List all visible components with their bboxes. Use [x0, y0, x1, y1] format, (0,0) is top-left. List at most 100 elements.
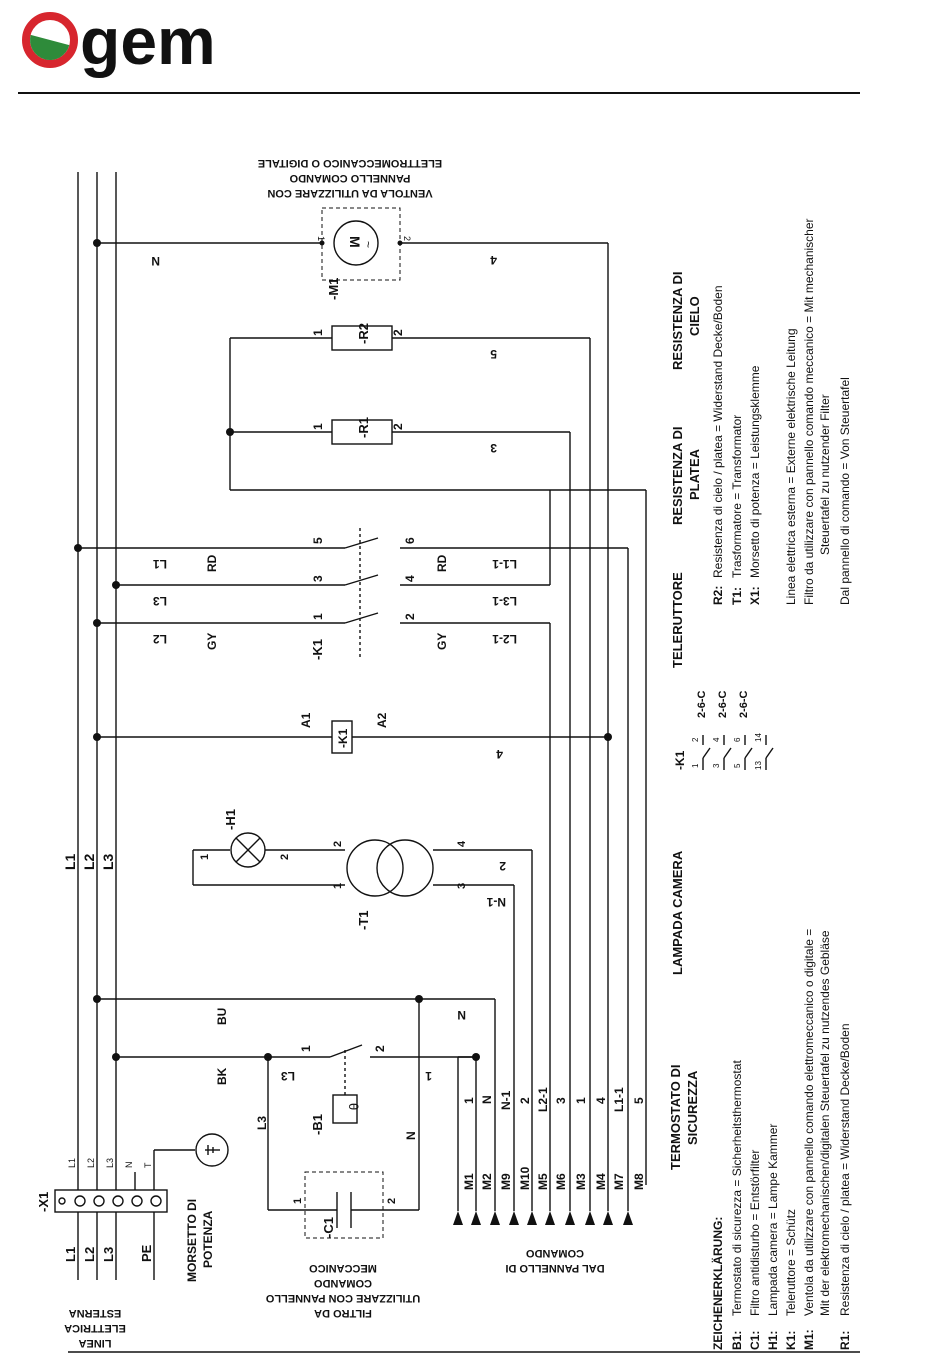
section-platea-1: RESISTENZA DI [670, 427, 685, 525]
ventola-line-3: ELETTROMECCANICO O DIGITALE [258, 157, 442, 169]
k1-pin-3: 3 [311, 575, 325, 582]
rail-label-l3: L3 [100, 853, 116, 870]
ventola-caption: VENTOLA DA UTILIZZARE CON PANNELLO COMAN… [258, 157, 442, 199]
legend-text-m1: Ventola da utilizzare con pannello coman… [802, 929, 816, 1316]
section-cielo-2: CIELO [687, 296, 702, 336]
legend-text-filtro-de: Steuertafel zu nutzender Filter [818, 394, 832, 555]
line-l1: L1 [63, 1247, 78, 1262]
connector-terminals [453, 1185, 633, 1225]
wire-label-l3-filter: L3 [255, 1116, 269, 1130]
wire-label-n-filter: N [404, 1131, 418, 1140]
contact-row-1: 1 2 2-6-C [691, 690, 711, 770]
k1-pin-1: 1 [311, 613, 325, 620]
wire-label-1-thermo: 1 [425, 1069, 432, 1083]
legend-text-r1: Resistenza di cielo / platea = Widerstan… [838, 1024, 852, 1317]
legend-code-k1: K1: [784, 1331, 798, 1350]
t1-ref: -T1 [356, 911, 371, 931]
contact-row-3: 5 6 2-6-C [733, 690, 753, 770]
r1-pin-1: 1 [311, 423, 325, 430]
x1-ref: -X1 [36, 1192, 51, 1212]
pin-m1: M1 [462, 1173, 476, 1190]
h1-pin-2: 2 [279, 854, 291, 860]
r2-pin-1: 1 [311, 329, 325, 336]
wire-color-bu: BU [215, 1008, 229, 1025]
rail-label-l2: L2 [81, 853, 97, 870]
t1-pin-2: 2 [332, 841, 344, 847]
pin-m2: M2 [480, 1173, 494, 1190]
wire-color-rd-left: RD [205, 554, 219, 572]
connector-signal-labels: 1 N N-1 2 L2-1 3 1 4 L1-1 5 [462, 1087, 646, 1112]
wire-label-2-trafo: 2 [499, 859, 506, 873]
resistor-branch: -R2 -R1 1 2 1 2 5 3 [226, 323, 591, 1185]
connector-m-labels: M1 M2 M9 M10 M5 M6 M3 M4 M7 M8 [462, 1166, 646, 1190]
sig-1b: 1 [574, 1097, 588, 1104]
control-panel-connector: M1 M2 M9 M10 M5 M6 M3 M4 M7 M8 1 N N-1 2… [453, 489, 647, 1274]
sig-l1-1: L1-1 [612, 1087, 626, 1112]
gem-logo: gem [22, 4, 216, 78]
wire-label-l1-1: L1-1 [492, 557, 517, 571]
legend-code-c1: C1: [748, 1331, 762, 1350]
linea-line-3: ESTERNA [69, 1307, 122, 1319]
supply-rails: L1 L2 L3 [62, 172, 117, 1185]
contact-2-a: 3 [712, 763, 721, 768]
wire-color-gy-right: GY [435, 633, 449, 650]
contactor-coil: -K1 A1 A2 4 [93, 712, 612, 761]
x1-pin-t: T [143, 1162, 153, 1168]
wire-label-n-top: N [151, 254, 160, 268]
x1-pin-l1: L1 [67, 1158, 77, 1168]
ventola-line-2: PANNELLO COMANDO [289, 172, 410, 184]
wire-color-bk: BK [215, 1067, 229, 1085]
x1-pin-l3: L3 [105, 1158, 115, 1168]
power-terminal-x1: L1 L2 L3 N T -X1 MORSETTO DI POTENZA L1 … [36, 1133, 229, 1282]
pin-m9: M9 [499, 1173, 513, 1190]
sig-3: 3 [554, 1097, 568, 1104]
wire-label-l3-1: L3-1 [492, 594, 517, 608]
legend-code-x1: X1: [748, 586, 762, 605]
motor-symbol: M [347, 236, 363, 248]
motor-pin-2: 2 [402, 236, 412, 241]
line-l3: L3 [101, 1247, 116, 1262]
wire-label-l2: L2 [153, 632, 167, 646]
filtro-line-3: COMANDO [314, 1277, 372, 1289]
legend-code-m1: M1: [802, 1329, 816, 1350]
wire-color-rd-right: RD [435, 554, 449, 572]
section-titles: TERMOSTATO DI SICUREZZA LAMPADA CAMERA T… [668, 272, 702, 1170]
logo-text: gem [80, 4, 216, 78]
sig-n-1: N-1 [499, 1090, 513, 1110]
c1-pin-1: 1 [292, 1198, 304, 1204]
k1-table-ref: -K1 [673, 750, 687, 770]
legend-code-r1: R1: [838, 1331, 852, 1350]
x1-pin-n: N [124, 1162, 134, 1169]
pin-m3: M3 [574, 1173, 588, 1190]
legend-text-m1-de: Mit der elektromechanischen/digitalen St… [818, 930, 832, 1316]
k1-coil-ref: -K1 [336, 728, 350, 748]
wire-label-3: 3 [490, 441, 497, 455]
r1-pin-2: 2 [391, 423, 405, 430]
m1-ref: -M1 [326, 278, 341, 300]
section-teleruttore: TELERUTTORE [670, 572, 685, 668]
contact-row-4: 13 14 [754, 733, 774, 770]
line-l2: L2 [82, 1247, 97, 1262]
section-platea-2: PLATEA [687, 448, 702, 500]
legend: ZEICHENERKLÄRUNG: B1: Termostato di sicu… [710, 218, 852, 1350]
ventola-line-1: VENTOLA DA UTILIZZARE CON [267, 187, 432, 199]
linea-caption: LINEA ELETTRICA ESTERNA [64, 1307, 126, 1349]
coil-a2: A2 [375, 712, 389, 728]
legend-code-b1: B1: [730, 1331, 744, 1350]
contact-row-2: 3 4 2-6-C [712, 690, 732, 770]
lamp-transformer: -H1 1 2 -T1 2 1 4 3 2 N-1 [192, 809, 533, 1185]
filtro-line-4: MECCANICO [309, 1262, 377, 1274]
contact-1-ref: 2-6-C [696, 690, 708, 718]
rail-label-l1: L1 [62, 853, 78, 870]
filtro-line-2: UTILIZZARE CON PANNELLO [265, 1292, 420, 1304]
legend-text-pannello: Dal pannello di comando = Von Steuertafe… [838, 377, 852, 605]
k1-contact-table: -K1 1 2 2-6-C 3 4 2-6-C 5 6 2-6-C 13 [673, 690, 774, 770]
x1-pin-l2: L2 [86, 1158, 96, 1168]
filtro-caption: FILTRO DA UTILIZZARE CON PANNELLO COMAND… [265, 1262, 420, 1319]
legend-title: ZEICHENERKLÄRUNG: [710, 1217, 725, 1350]
line-pe: PE [139, 1244, 154, 1262]
contact-4-a: 13 [754, 761, 763, 770]
pin-m5: M5 [536, 1173, 550, 1190]
h1-ref: -H1 [223, 809, 238, 830]
